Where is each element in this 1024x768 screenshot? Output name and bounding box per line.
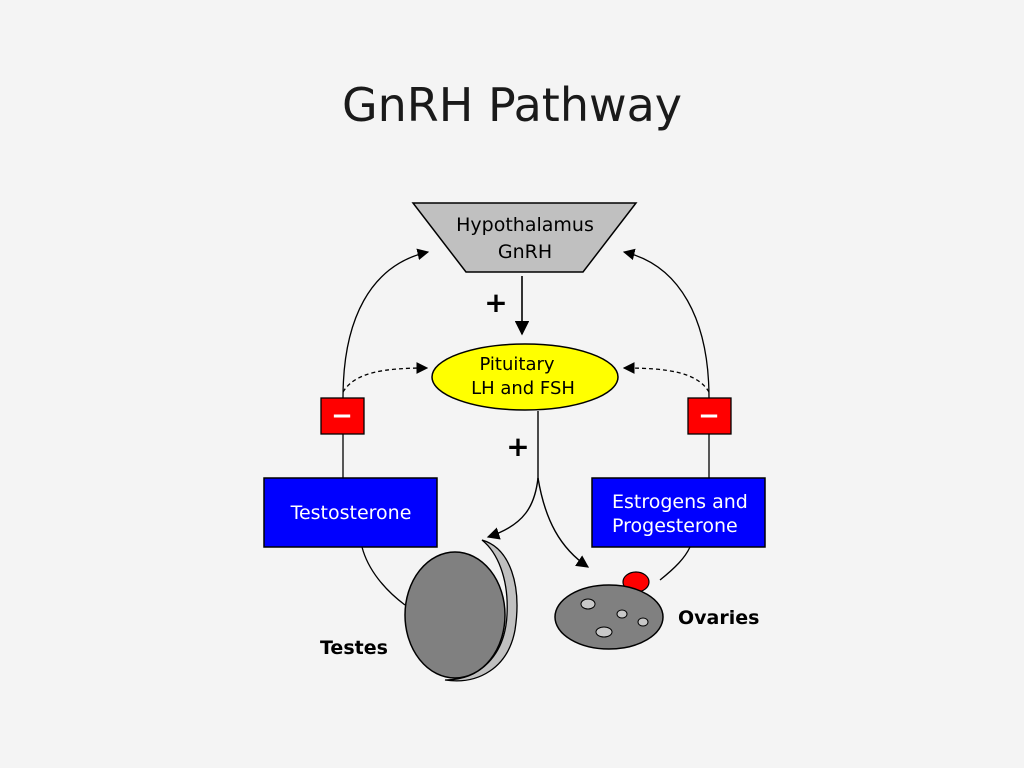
testosterone-label: Testosterone (290, 502, 412, 524)
ovaries-organ (554, 571, 664, 650)
estrogens-to-hypothalamus-arrow (622, 248, 710, 399)
pituitary-to-testes-arrow (486, 477, 539, 540)
progesterone-label: Progesterone (612, 515, 738, 537)
stimulation-sign-upper: + (484, 286, 507, 319)
inhibition-sign-left: − (331, 401, 353, 431)
lh-fsh-label: LH and FSH (471, 378, 575, 399)
ovaries-to-estrogens-line (659, 546, 691, 581)
testes-label: Testes (320, 637, 388, 659)
inhibition-sign-right: − (698, 401, 720, 431)
inhibition-box-left (320, 397, 365, 435)
testosterone-box: Testosterone (263, 477, 438, 548)
testosterone-to-hypothalamus-arrow (342, 248, 430, 399)
hypothalamus-label: Hypothalamus (456, 214, 594, 236)
ovaries-label: Ovaries (678, 607, 759, 629)
testes-organ (404, 539, 518, 682)
estrogens-progesterone-box: Estrogens and Progesterone (591, 477, 766, 548)
hypothalamus-node: Hypothalamus GnRH (411, 202, 638, 273)
estrogens-to-pituitary-arrow (622, 362, 710, 393)
estrogens-label: Estrogens and (612, 491, 748, 513)
pituitary-node: Pituitary LH and FSH (431, 343, 619, 411)
inhibition-box-right (687, 397, 732, 435)
testes-to-testosterone-line (361, 546, 406, 606)
gnrh-label: GnRH (498, 241, 552, 263)
pituitary-to-ovaries-arrow (537, 477, 590, 568)
slide-title: GnRH Pathway (341, 78, 683, 132)
testosterone-to-pituitary-arrow (342, 362, 429, 393)
pituitary-label: Pituitary (479, 354, 554, 375)
stimulation-sign-lower: + (506, 430, 529, 463)
